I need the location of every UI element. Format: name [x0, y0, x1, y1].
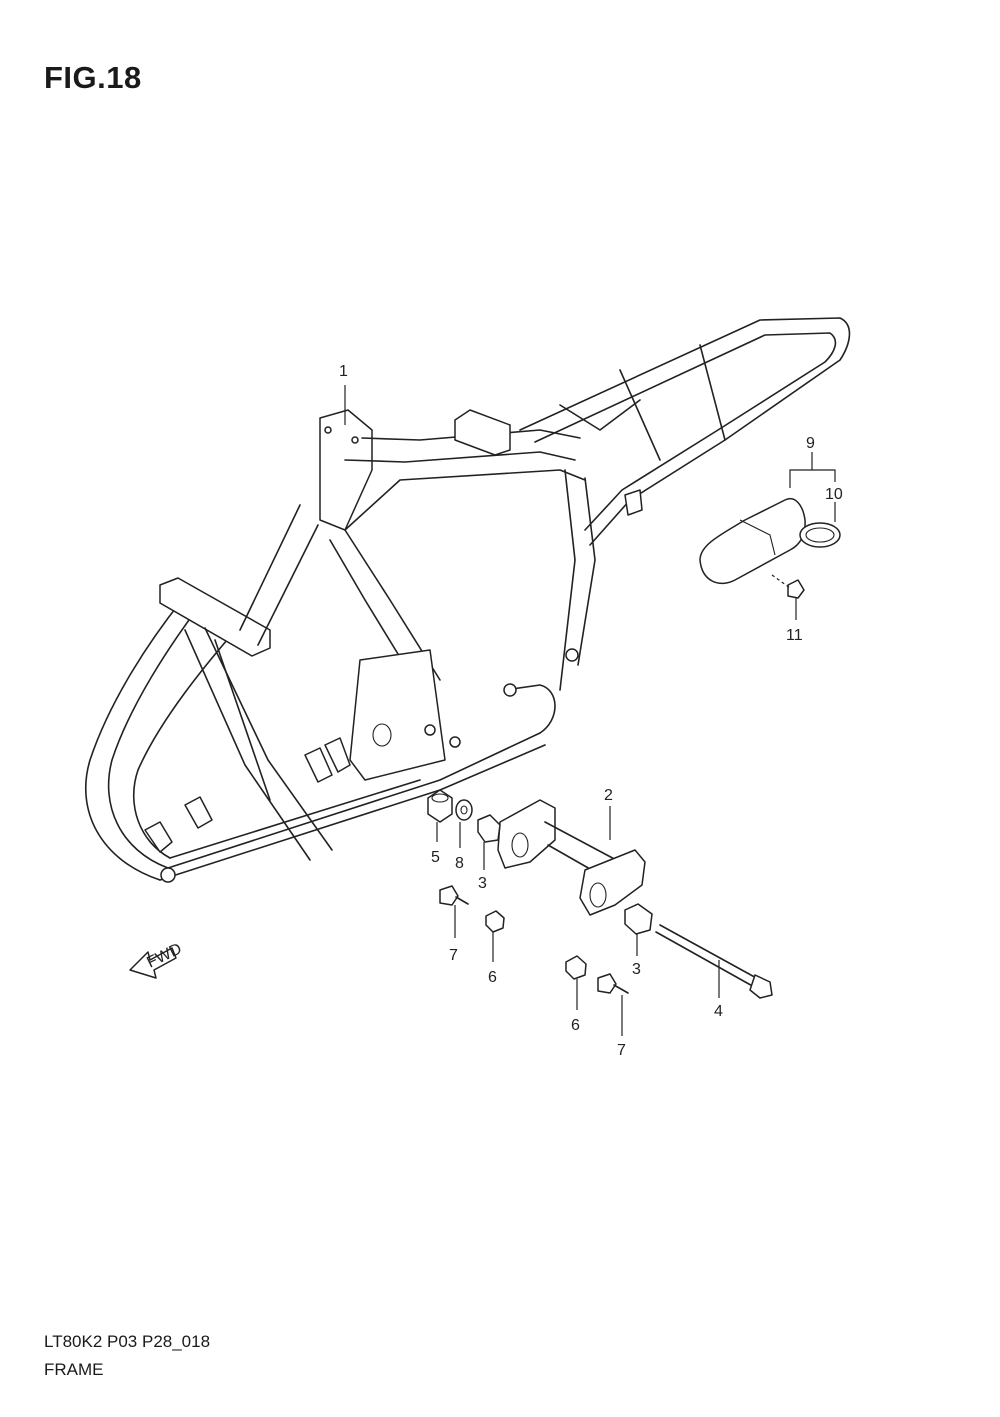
leader-lines: [344, 385, 836, 1036]
callout-8: 8: [455, 855, 464, 872]
callout-7-left: 7: [449, 947, 458, 964]
intake-assembly: [699, 498, 841, 599]
callout-5: 5: [431, 849, 440, 866]
frame-assembly: [85, 317, 851, 883]
callout-6-right: 6: [571, 1017, 580, 1034]
swing-arm-bracket: [497, 799, 646, 916]
callout-9: 9: [806, 435, 815, 452]
diagram-code: LT80K2 P03 P28_018: [44, 1332, 211, 1351]
callout-11: 11: [786, 627, 803, 644]
diagram-name: FRAME: [44, 1360, 104, 1379]
figure-title: FIG.18: [44, 60, 142, 95]
fwd-label: FWD: [144, 940, 184, 971]
callout-3-upper: 3: [478, 875, 487, 892]
callout-1: 1: [339, 363, 348, 380]
callout-2: 2: [604, 787, 613, 804]
callout-10: 10: [825, 486, 843, 503]
callout-7-right: 7: [617, 1042, 626, 1059]
fwd-arrow: FWD: [129, 940, 185, 979]
hardware-parts: [427, 789, 773, 999]
callout-4: 4: [714, 1003, 723, 1020]
callout-3-lower: 3: [632, 961, 641, 978]
callout-6-left: 6: [488, 969, 497, 986]
